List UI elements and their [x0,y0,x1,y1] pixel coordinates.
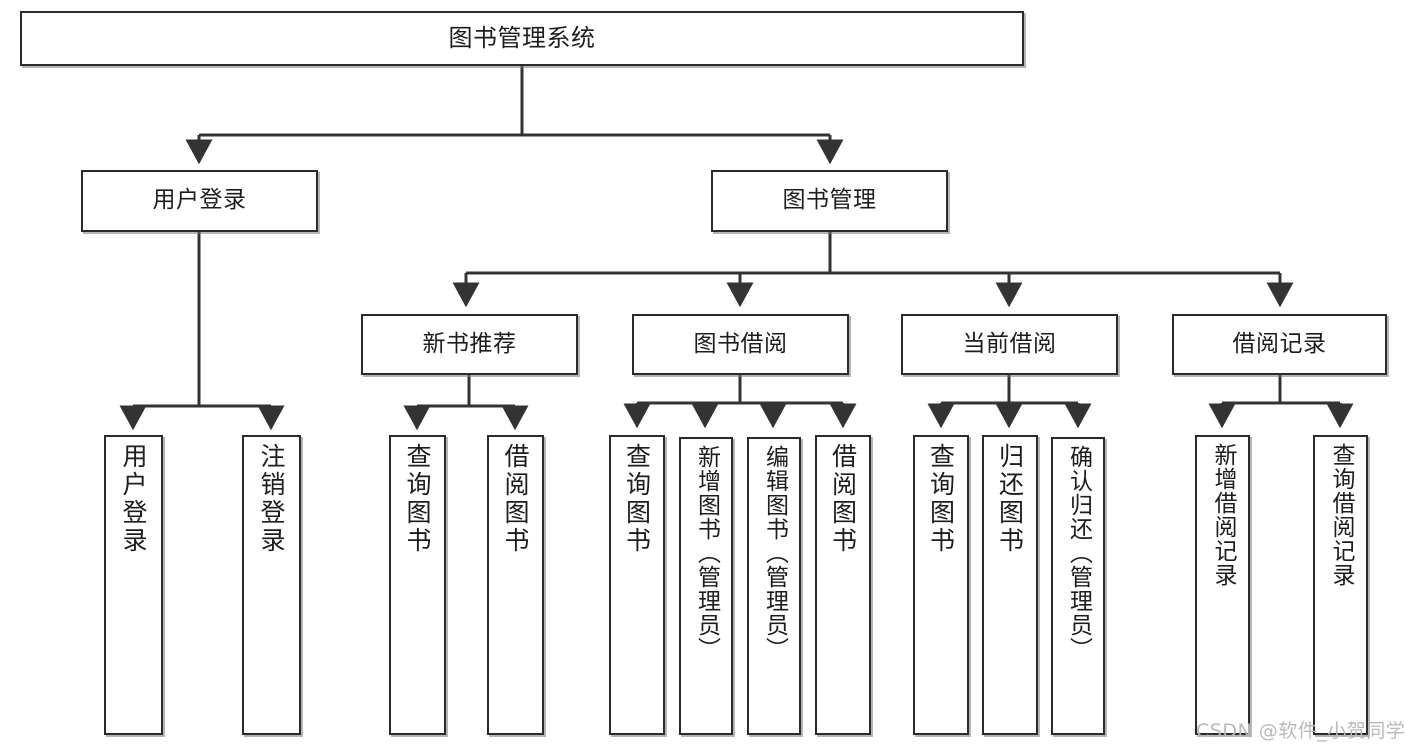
node-leaf-user-logout[interactable]: 注销登录 [242,435,301,735]
node-leaf-edit-book-label: 编辑图书（管理员） [761,445,788,661]
node-leaf-query-book-2[interactable]: 查询图书 [609,435,665,735]
node-book-borrow-label: 图书借阅 [693,330,788,357]
node-user-login[interactable]: 用户登录 [81,170,318,232]
node-leaf-borrow-book-2[interactable]: 借阅图书 [815,435,871,735]
node-book-manage-label: 图书管理 [782,187,877,214]
node-leaf-borrow-book-1-label: 借阅图书 [501,443,530,555]
node-current-borrow[interactable]: 当前借阅 [901,314,1118,375]
node-leaf-return-book-label: 归还图书 [995,443,1025,555]
node-root[interactable]: 图书管理系统 [20,11,1024,66]
node-borrow-record-label: 借阅记录 [1232,330,1327,357]
node-borrow-record[interactable]: 借阅记录 [1172,314,1387,375]
node-leaf-query-book-3[interactable]: 查询图书 [913,435,969,735]
node-leaf-borrow-book-1[interactable]: 借阅图书 [487,435,544,735]
node-book-borrow[interactable]: 图书借阅 [632,314,849,375]
node-leaf-borrow-book-2-label: 借阅图书 [828,443,858,555]
csdn-watermark: CSDN @软件_小贺同学 [1196,720,1405,742]
node-current-borrow-label: 当前借阅 [962,330,1057,357]
node-leaf-confirm-return-label: 确认归还（管理员） [1065,445,1092,661]
node-leaf-confirm-return[interactable]: 确认归还（管理员） [1051,437,1105,735]
node-leaf-user-login[interactable]: 用户登录 [104,435,163,735]
node-leaf-edit-book[interactable]: 编辑图书（管理员） [747,437,801,735]
node-user-login-label: 用户登录 [152,187,247,214]
node-leaf-query-book-1-label: 查询图书 [403,443,432,555]
node-leaf-add-record-label: 新增借阅记录 [1210,443,1236,587]
node-new-book-rec[interactable]: 新书推荐 [361,314,578,375]
node-book-manage[interactable]: 图书管理 [711,170,948,232]
node-leaf-query-record[interactable]: 查询借阅记录 [1313,435,1368,735]
node-new-book-rec-label: 新书推荐 [422,330,517,357]
node-leaf-add-book[interactable]: 新增图书（管理员） [679,437,733,735]
node-leaf-user-login-label: 用户登录 [119,443,148,555]
node-leaf-return-book[interactable]: 归还图书 [982,435,1038,735]
node-root-label: 图书管理系统 [448,24,596,53]
node-leaf-add-book-label: 新增图书（管理员） [693,445,720,661]
node-leaf-query-book-3-label: 查询图书 [926,443,956,555]
node-leaf-query-book-1[interactable]: 查询图书 [389,435,446,735]
node-leaf-query-book-2-label: 查询图书 [622,443,652,555]
node-leaf-add-record[interactable]: 新增借阅记录 [1195,435,1250,735]
node-leaf-query-record-label: 查询借阅记录 [1328,443,1354,587]
node-leaf-user-logout-label: 注销登录 [257,443,286,555]
